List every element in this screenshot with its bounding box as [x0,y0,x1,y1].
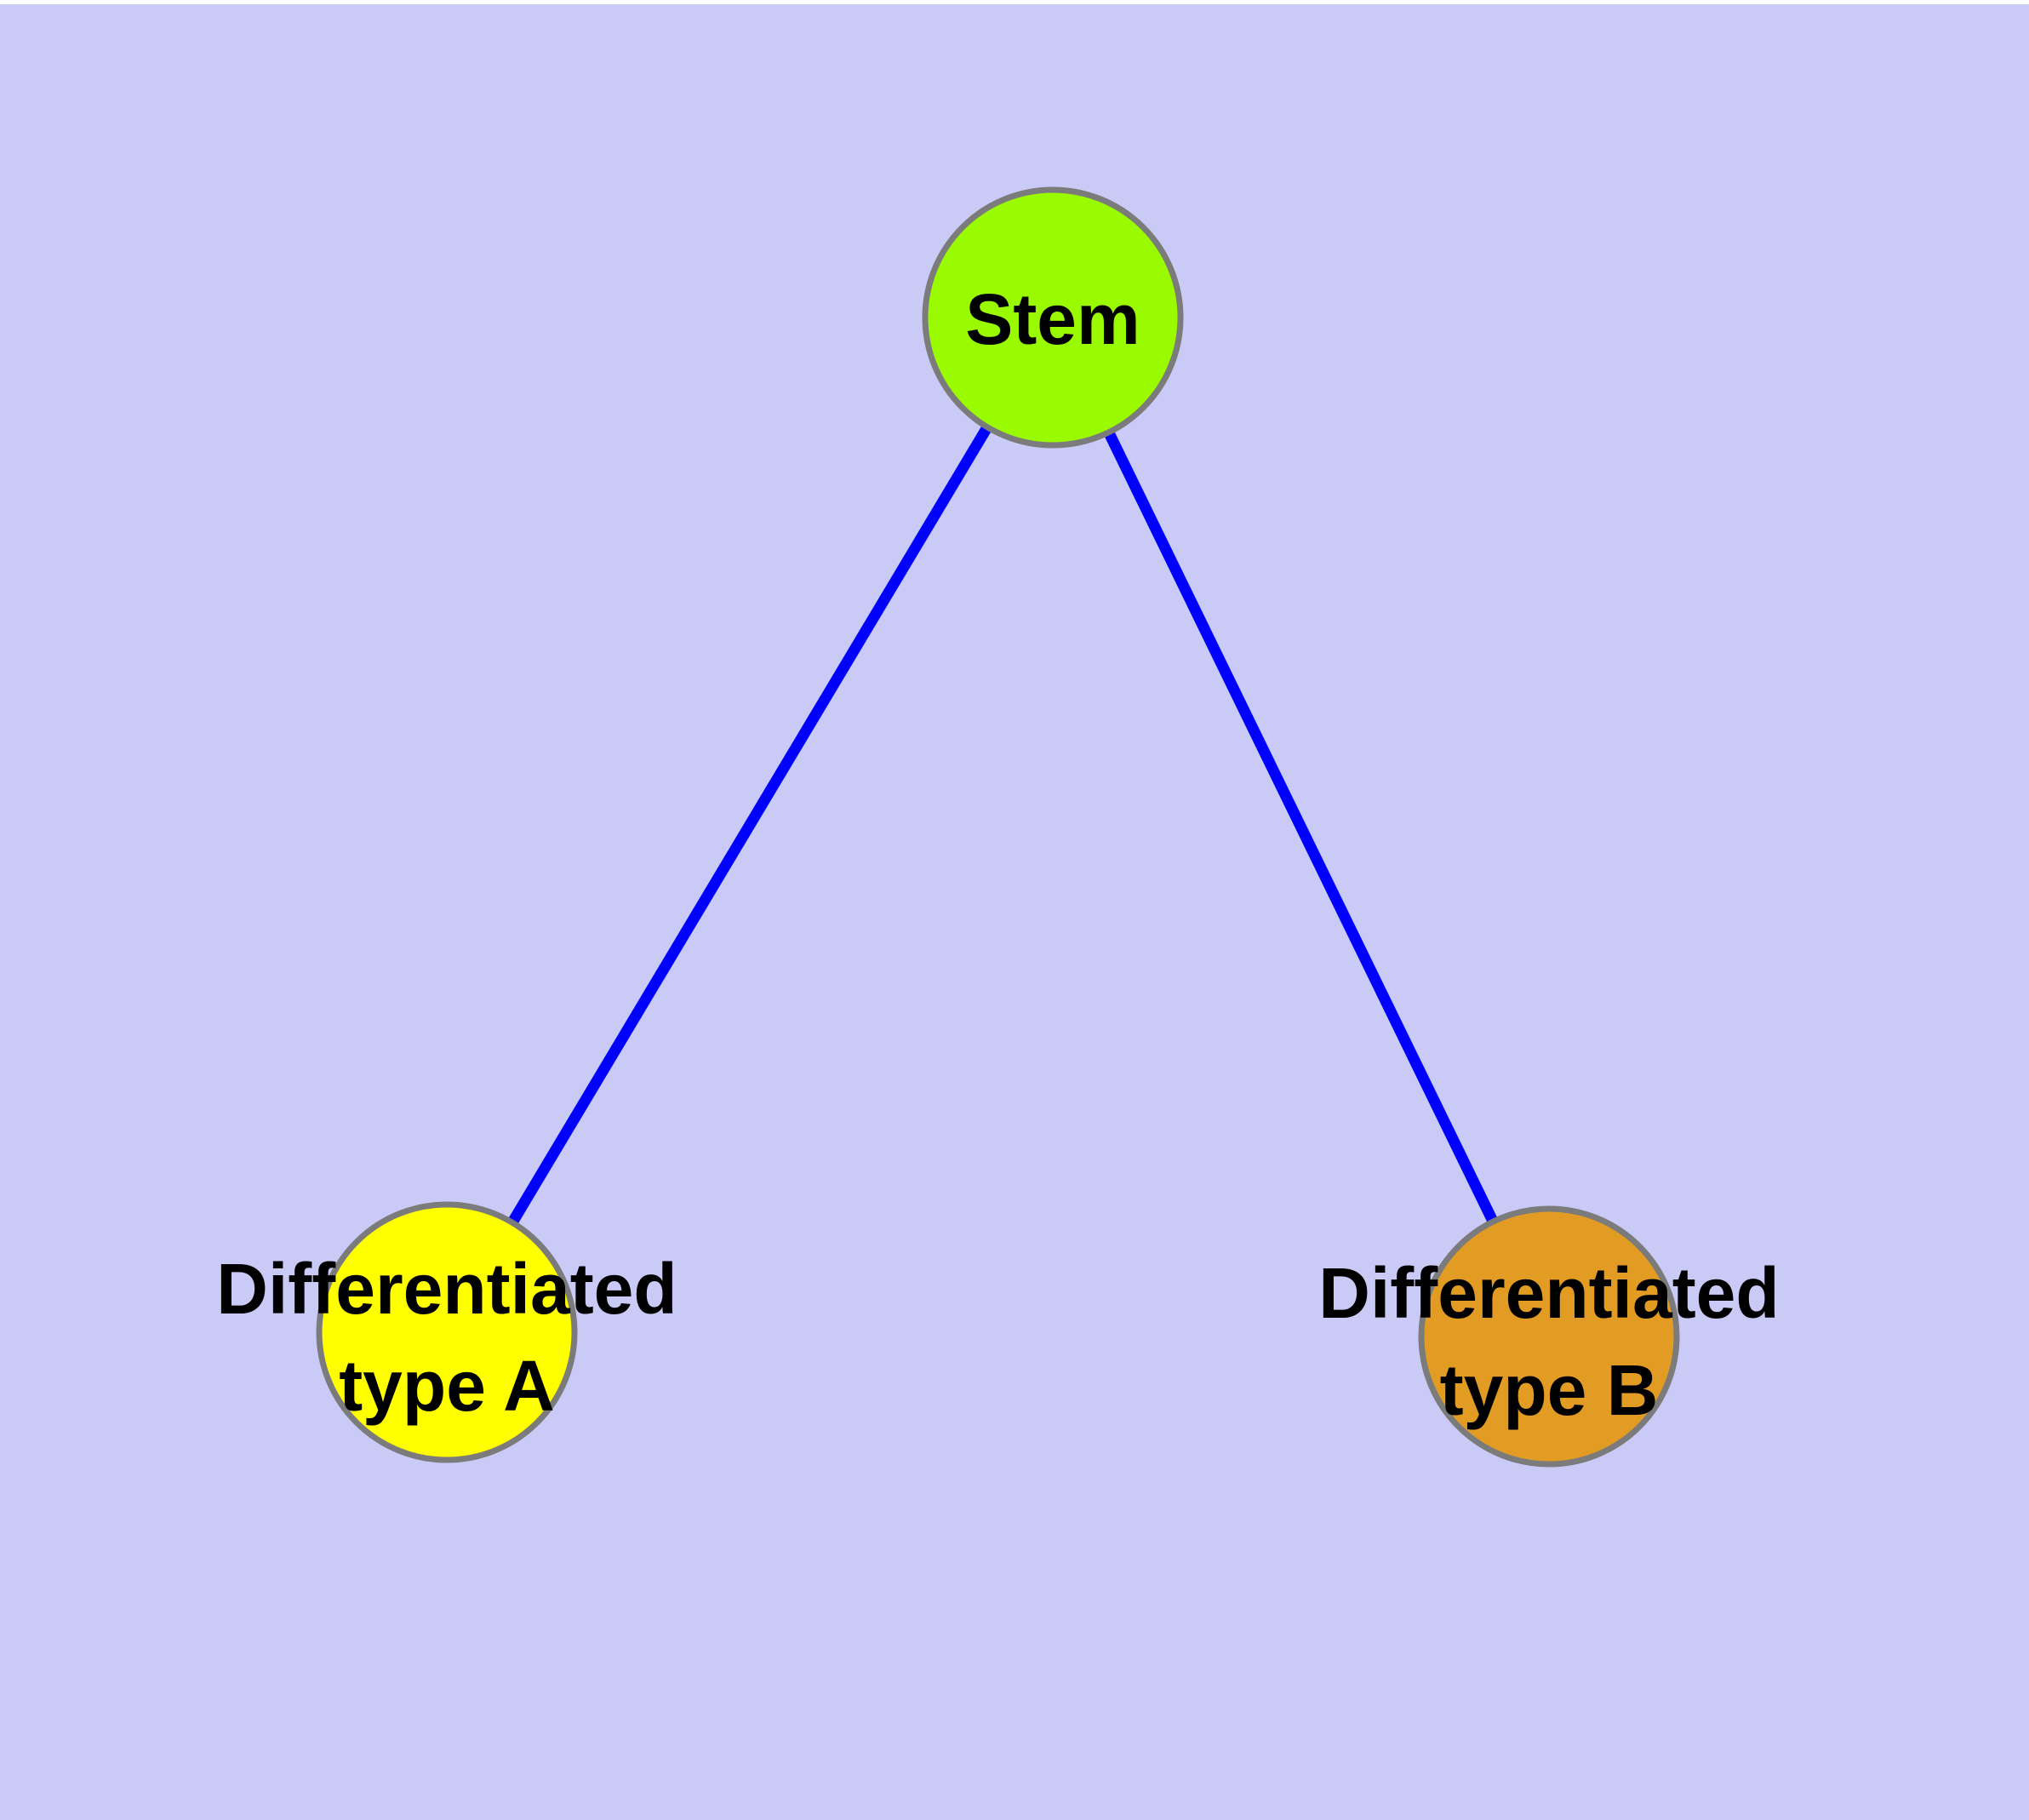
node-type-a-label-line2: type A [339,1346,555,1426]
node-stem [922,186,1184,449]
node-type-b-label-line2: type B [1440,1350,1659,1430]
node-stem-label: Stem [965,279,1140,359]
node-type-b-label-line1: Differentiated [1318,1253,1779,1333]
edge-stem-to-type-a [442,314,1058,1336]
node-differentiated-type-b [1418,1205,1680,1468]
node-differentiated-type-a [316,1201,578,1463]
node-type-a-label-line1: Differentiated [216,1249,677,1329]
edge-stem-to-type-b [1048,315,1554,1339]
